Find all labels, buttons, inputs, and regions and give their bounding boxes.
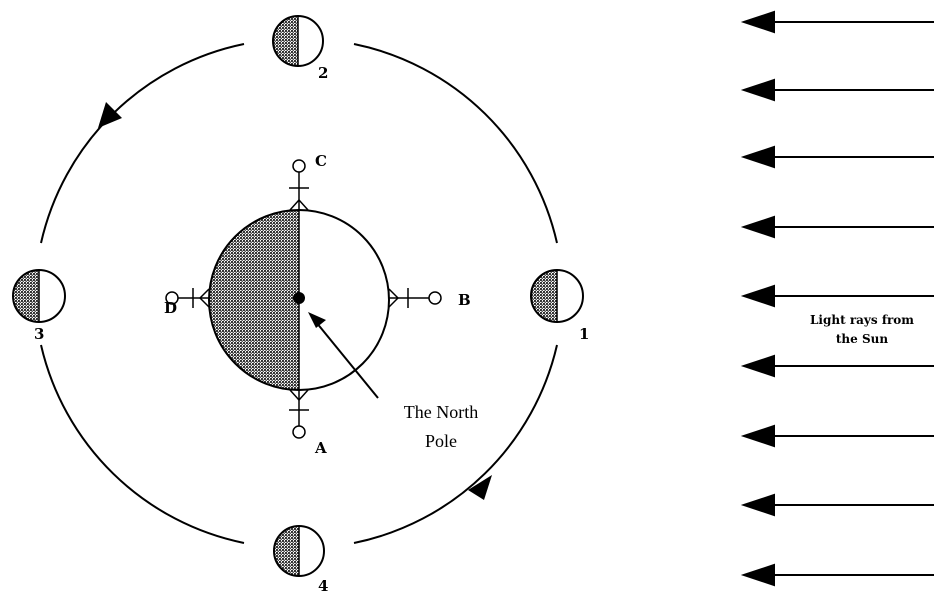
light-ray-arrowhead [744,565,774,585]
orbit-arrow-upper-left [98,102,122,128]
light-ray-arrowhead [744,426,774,446]
orbit-arc-2-1 [354,44,557,243]
observer-label-b: B [458,291,471,309]
light-ray-arrowhead [744,147,774,167]
observer-label-c: C [315,152,327,170]
light-ray-arrowhead [744,217,774,237]
light-ray-arrowhead [744,12,774,32]
light-ray-arrowhead [744,80,774,100]
moon-label-4: 4 [318,577,328,595]
north-pole-label-line2: Pole [425,431,457,451]
light-ray-arrowhead [744,356,774,376]
observer-a [289,390,309,438]
light-ray-arrowhead [744,286,774,306]
sun-label-line2: the Sun [836,332,888,346]
moon-label-2: 2 [318,64,328,82]
earth [209,210,389,390]
orbit-arc-4-3 [41,345,244,543]
moon-1: 1 [531,270,589,343]
sun-label-line1: Light rays from [810,313,914,327]
moon-3: 3 [13,270,65,343]
north-pole-pointer [308,312,378,398]
moon-label-1: 1 [579,325,589,343]
sun-light-rays [744,12,934,585]
north-pole-dot [293,292,305,304]
observer-b [389,288,441,308]
moon-4: 4 [274,526,328,595]
observer-label-d: D [164,299,177,317]
light-ray-arrowhead [744,495,774,515]
moon-label-3: 3 [34,325,44,343]
north-pole-label-line1: The North [404,402,478,422]
observer-c [289,160,309,210]
moon-2: 2 [273,16,328,82]
orbit-arc-2-3 [41,44,244,243]
observer-label-a: A [314,439,327,457]
